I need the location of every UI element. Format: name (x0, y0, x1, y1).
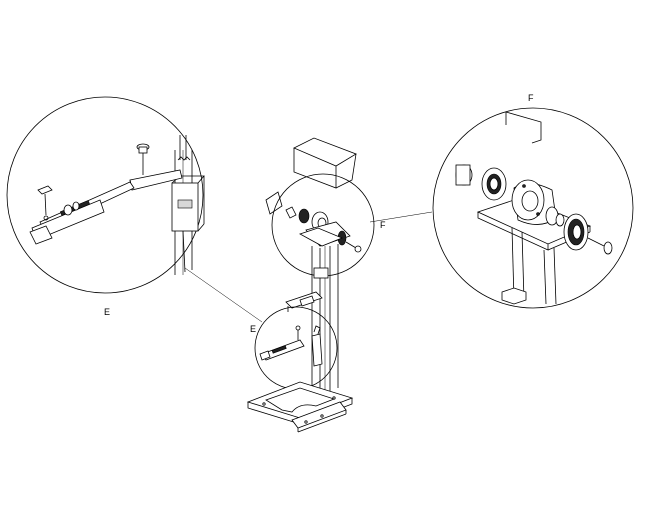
detail-circle-f: F (432, 93, 634, 309)
detail-f-label: F (528, 93, 534, 103)
reference-f-label: F (380, 220, 386, 230)
detail-e-boundary (6, 96, 204, 294)
main-assembly-view: F E (246, 137, 386, 433)
detail-e-label: E (104, 307, 110, 317)
leader-line-f (369, 211, 433, 223)
detail-f-boundary (432, 107, 634, 309)
leader-line-e (184, 267, 263, 323)
detail-f-contents (455, 111, 613, 305)
reference-e-label: E (250, 324, 256, 334)
top-cover (293, 137, 357, 167)
detail-e-contents (29, 135, 205, 275)
detail-circle-e: E (6, 96, 205, 317)
